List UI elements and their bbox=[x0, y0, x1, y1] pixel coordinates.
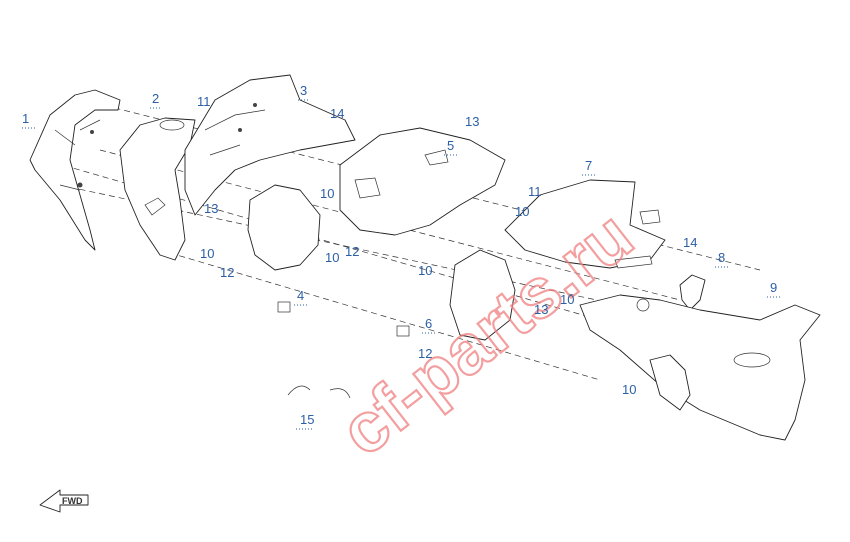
callout-15: 15 bbox=[300, 412, 314, 427]
part-1-left-panel bbox=[29, 89, 121, 251]
part-9-right-side-panel bbox=[579, 294, 821, 441]
callout-13c: 13 bbox=[534, 302, 548, 317]
fwd-arrow-icon: FWD bbox=[39, 489, 89, 513]
callout-8: 8 bbox=[718, 250, 725, 265]
callout-10f: 10 bbox=[560, 292, 574, 307]
callout-4: 4 bbox=[297, 288, 304, 303]
callout-10e: 10 bbox=[418, 263, 432, 278]
callout-13b: 13 bbox=[465, 114, 479, 129]
callout-5: 5 bbox=[447, 138, 454, 153]
callout-7: 7 bbox=[585, 158, 592, 173]
callout-11a: 11 bbox=[197, 94, 211, 109]
callout-9: 9 bbox=[770, 280, 777, 295]
part-7-right-upper-panel bbox=[504, 179, 666, 269]
callout-14a: 14 bbox=[330, 106, 344, 121]
callout-3: 3 bbox=[300, 83, 307, 98]
callout-13a: 13 bbox=[204, 201, 218, 216]
part-8-small-cover bbox=[679, 274, 706, 311]
callout-10c: 10 bbox=[325, 250, 339, 265]
part-6-inner-cover bbox=[396, 249, 516, 341]
callout-10a: 10 bbox=[320, 186, 334, 201]
callout-labels: 1 2 3 4 5 6 7 8 9 10 10 10 10 10 10 10 1… bbox=[22, 83, 780, 430]
callout-10d: 10 bbox=[515, 204, 529, 219]
callout-12b: 12 bbox=[345, 244, 359, 259]
part-4-bracket bbox=[247, 184, 321, 313]
callout-12a: 12 bbox=[220, 265, 234, 280]
fwd-label: FWD bbox=[62, 496, 83, 506]
callout-10g: 10 bbox=[622, 382, 636, 397]
callout-12c: 12 bbox=[418, 346, 432, 361]
part-3-upper-cover bbox=[184, 74, 356, 216]
part-15-tubes bbox=[287, 385, 351, 399]
callout-14b: 14 bbox=[683, 235, 697, 250]
callout-10b: 10 bbox=[200, 246, 214, 261]
callout-11b: 11 bbox=[528, 184, 542, 199]
callout-1: 1 bbox=[22, 111, 29, 126]
part-5-center-panel bbox=[339, 127, 506, 236]
callout-6: 6 bbox=[425, 316, 432, 331]
callout-2: 2 bbox=[152, 91, 159, 106]
part-2-inner-panel bbox=[119, 117, 196, 261]
